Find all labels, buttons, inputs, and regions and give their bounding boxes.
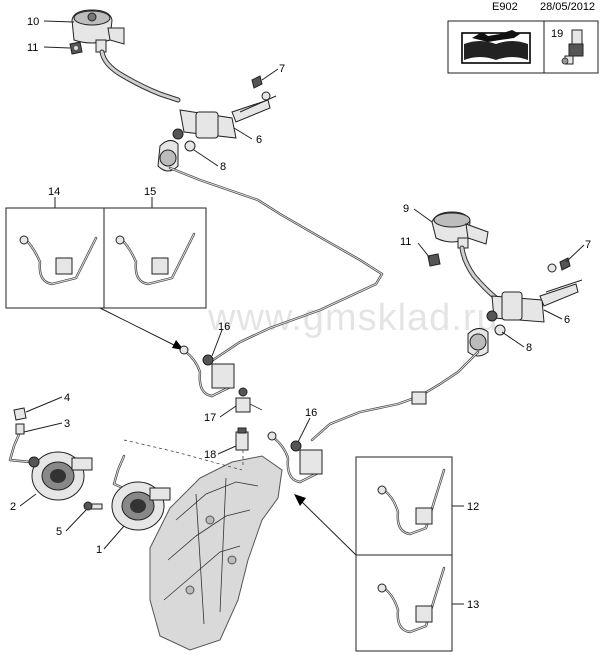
icon-panel: 19 <box>447 20 599 74</box>
connector-17 <box>235 387 263 413</box>
callout-6b: 6 <box>564 314 570 326</box>
master-cylinder-lower <box>467 279 583 357</box>
detail-box-12-13 <box>355 456 464 652</box>
callout-17: 17 <box>204 412 216 424</box>
hose-16-left <box>179 345 235 398</box>
hose-variant-14 <box>19 235 98 286</box>
callout-8b: 8 <box>526 342 532 354</box>
clutch-sensor-icon <box>561 29 584 65</box>
diagram-code: E902 <box>492 1 518 13</box>
reservoir-lower <box>427 211 489 267</box>
slave-cylinder-1 <box>111 454 171 531</box>
bolt-5 <box>83 501 103 511</box>
callout-11a: 11 <box>27 42 38 54</box>
callout-18: 18 <box>204 449 216 461</box>
callout-10: 10 <box>27 16 39 28</box>
callout-5: 5 <box>56 526 62 538</box>
callout-11b: 11 <box>400 236 411 248</box>
leader-lines <box>19 20 585 550</box>
sensor-18 <box>235 427 249 451</box>
callout-numbers: 10 11 7 6 8 14 15 9 11 7 6 8 16 16 17 18… <box>10 16 591 611</box>
callout-6a: 6 <box>256 134 262 146</box>
callout-7a: 7 <box>279 63 285 75</box>
reservoir-clip-11-lower <box>427 253 441 267</box>
callout-12: 12 <box>467 501 479 513</box>
hose-variant-13 <box>377 566 446 634</box>
hose-variant-15 <box>115 232 196 286</box>
callout-2: 2 <box>10 501 16 513</box>
callout-7b: 7 <box>585 239 591 251</box>
callout-16a: 16 <box>218 321 230 333</box>
transmission-housing <box>149 455 283 651</box>
callout-3: 3 <box>64 418 70 430</box>
ref-number-19: 19 <box>551 28 563 40</box>
detail-box-14-15 <box>5 197 207 309</box>
callout-1: 1 <box>96 544 102 556</box>
hose-variant-12 <box>377 468 446 536</box>
pushrod-clip-7-upper <box>251 75 271 101</box>
master-cylinder-upper <box>157 95 277 172</box>
cap-4 <box>13 407 27 421</box>
diagram-date: 28/05/2012 <box>540 1 596 13</box>
pipe-3 <box>8 423 32 464</box>
callout-14: 14 <box>48 186 60 198</box>
callout-15: 15 <box>144 186 156 198</box>
slave-cylinder-2 <box>28 451 93 501</box>
reservoir-clip-11 <box>69 41 83 55</box>
manual-wrench-book-icon <box>461 30 531 64</box>
callout-9: 9 <box>403 203 409 215</box>
callout-13: 13 <box>467 599 479 611</box>
watermark: www.gmsklad.ru <box>207 297 499 339</box>
hose-16-right <box>267 431 323 484</box>
callout-8a: 8 <box>220 161 226 173</box>
reservoir-upper <box>69 9 125 55</box>
callout-4: 4 <box>64 392 70 404</box>
pushrod-clip-7-lower <box>547 257 571 273</box>
callout-16b: 16 <box>305 407 317 419</box>
